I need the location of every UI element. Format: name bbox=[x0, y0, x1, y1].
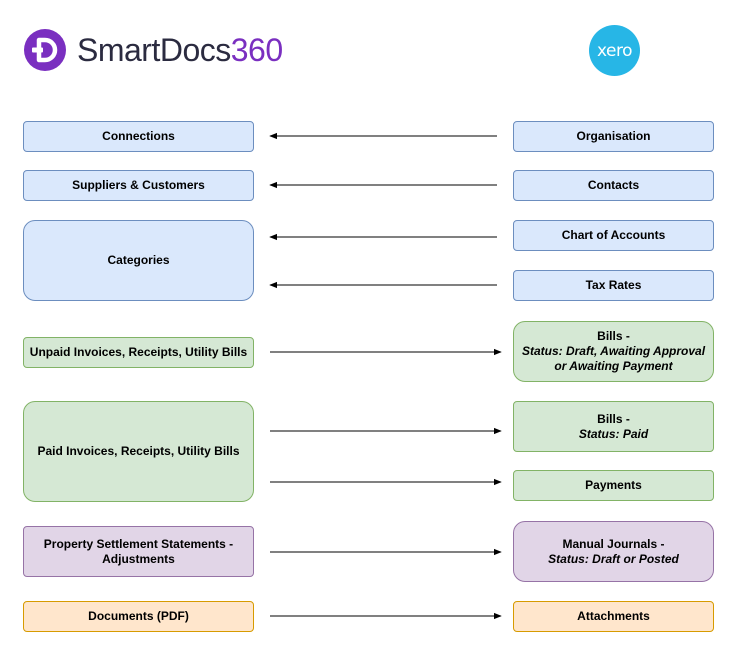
label-contacts: Contacts bbox=[587, 178, 640, 192]
label-connections: Connections bbox=[102, 129, 175, 143]
box-connections: Connections bbox=[23, 121, 254, 152]
xero-wordmark: xero bbox=[596, 40, 633, 61]
label-suppliers-customers: Suppliers & Customers bbox=[72, 178, 205, 192]
box-tax-rates: Tax Rates bbox=[513, 270, 714, 301]
label-bills-unpaid-title: Bills - bbox=[597, 329, 630, 343]
smartdocs-mark-icon bbox=[24, 29, 66, 71]
box-property-settlement: Property Settlement Statements - Adjustm… bbox=[23, 526, 254, 577]
label-tax-rates: Tax Rates bbox=[585, 278, 642, 292]
label-journals-title: Manual Journals - bbox=[562, 536, 665, 551]
label-property-line1: Property Settlement Statements - bbox=[43, 536, 234, 551]
label-chart-of-accounts: Chart of Accounts bbox=[561, 228, 666, 242]
label-categories: Categories bbox=[107, 253, 170, 267]
label-bills-unpaid-status: Status: Draft, Awaiting Approval bbox=[521, 344, 706, 358]
label-journals-status: Status: Draft or Posted bbox=[548, 551, 679, 566]
label-unpaid-invoices: Unpaid Invoices, Receipts, Utility Bills bbox=[29, 345, 248, 359]
box-manual-journals: Manual Journals - Status: Draft or Poste… bbox=[513, 521, 714, 582]
box-paid-invoices: Paid Invoices, Receipts, Utility Bills bbox=[23, 401, 254, 502]
box-payments: Payments bbox=[513, 470, 714, 501]
box-unpaid-invoices: Unpaid Invoices, Receipts, Utility Bills bbox=[23, 337, 254, 368]
label-paid-invoices: Paid Invoices, Receipts, Utility Bills bbox=[37, 444, 240, 458]
box-categories: Categories bbox=[23, 220, 254, 301]
label-attachments: Attachments bbox=[577, 609, 650, 623]
label-organisation: Organisation bbox=[576, 129, 651, 143]
smartdocs360-logo: SmartDocs360 bbox=[23, 28, 283, 72]
box-suppliers-customers: Suppliers & Customers bbox=[23, 170, 254, 201]
box-organisation: Organisation bbox=[513, 121, 714, 152]
box-attachments: Attachments bbox=[513, 601, 714, 632]
box-chart-of-accounts: Chart of Accounts bbox=[513, 220, 714, 251]
xero-logo: xero bbox=[589, 25, 640, 76]
label-payments: Payments bbox=[585, 478, 642, 492]
smartdocs-wordmark: SmartDocs360 bbox=[77, 31, 283, 68]
box-bills-paid: Bills - Status: Paid bbox=[513, 401, 714, 452]
box-documents-pdf: Documents (PDF) bbox=[23, 601, 254, 632]
label-bills-paid-status: Status: Paid bbox=[578, 426, 649, 441]
label-bills-paid-title: Bills - bbox=[597, 411, 630, 426]
label-documents-pdf: Documents (PDF) bbox=[88, 609, 189, 623]
box-contacts: Contacts bbox=[513, 170, 714, 201]
box-bills-unpaid: Bills - Status: Draft, Awaiting Approval… bbox=[513, 321, 714, 382]
label-property-line2: Adjustments bbox=[102, 551, 175, 566]
label-bills-unpaid-status-cont: or Awaiting Payment bbox=[554, 359, 673, 373]
